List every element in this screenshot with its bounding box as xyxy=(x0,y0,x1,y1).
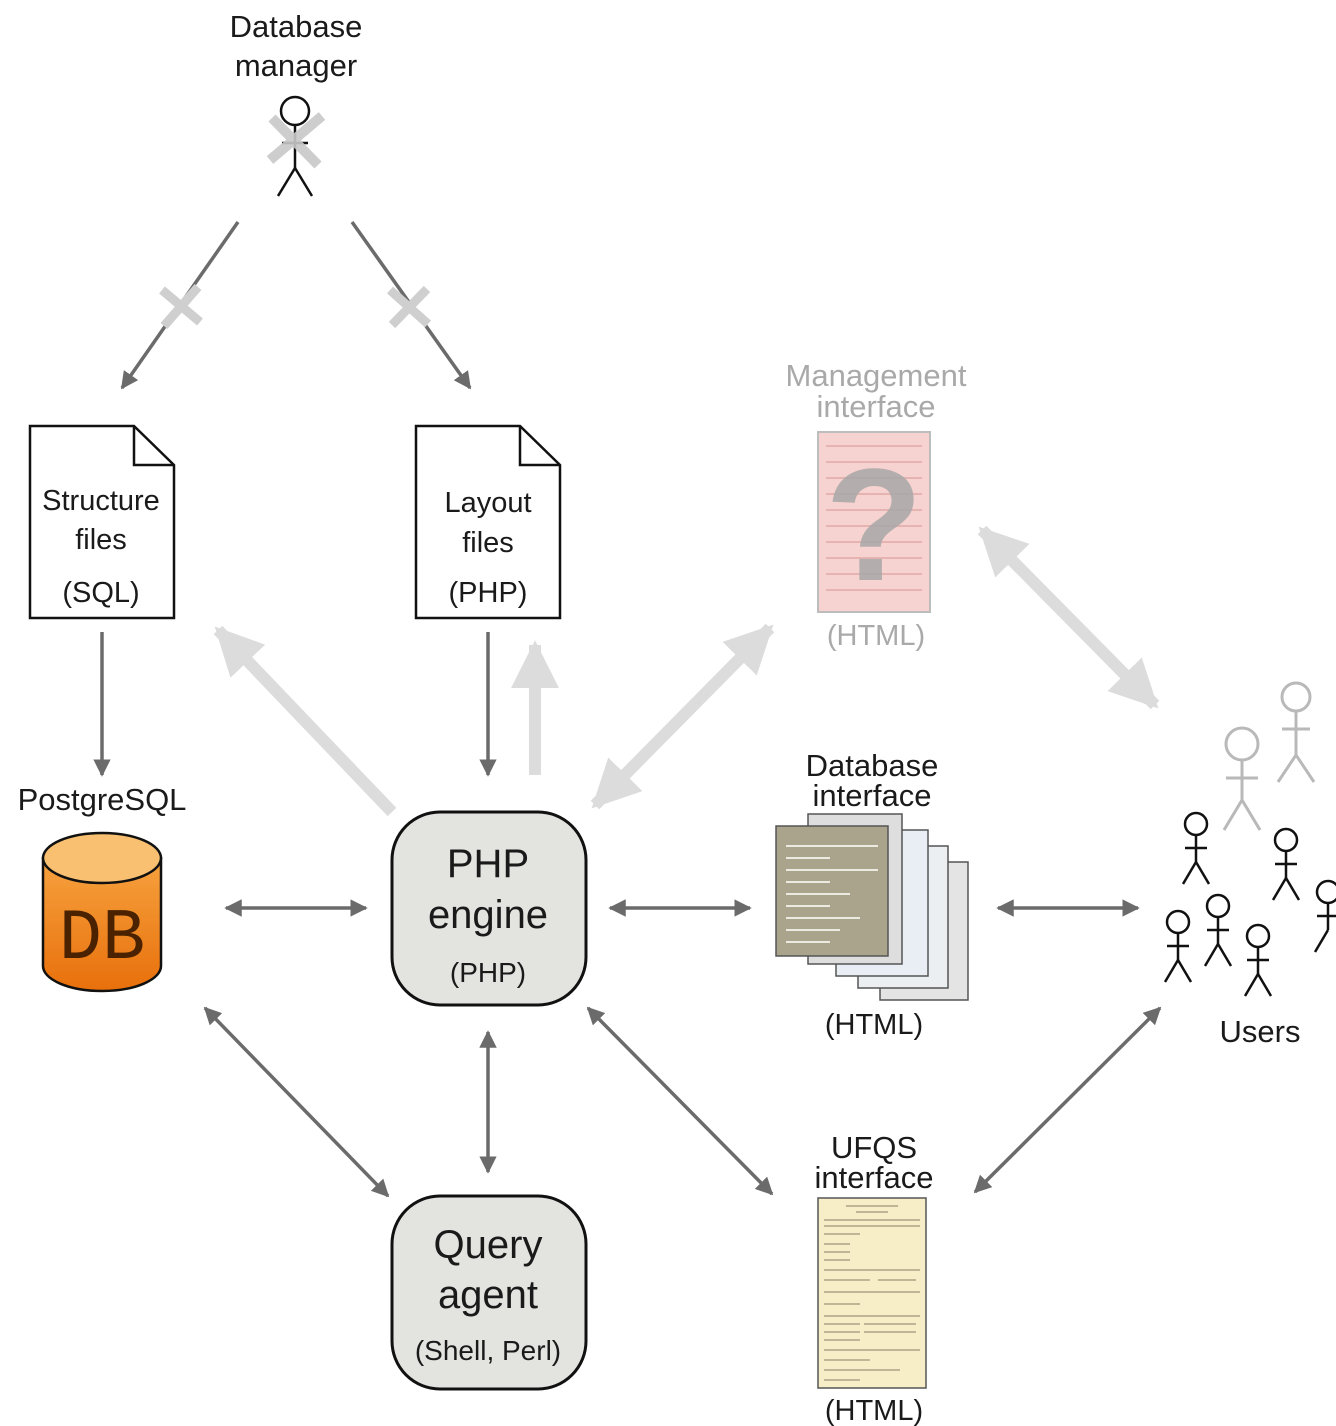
ufqs-page-thumbnail xyxy=(817,1197,927,1389)
user-icon-1 xyxy=(1181,811,1211,885)
query-agent-label-1: Query xyxy=(434,1223,543,1267)
arrow-php-management-faint xyxy=(590,623,775,810)
faint-arrows xyxy=(213,525,1160,817)
structure-files-type: (SQL) xyxy=(62,577,139,609)
arrow-management-users-faint xyxy=(977,525,1160,710)
user-icon-5 xyxy=(1163,909,1193,983)
query-agent-label-2: agent xyxy=(438,1273,538,1317)
database-interface-type: (HTML) xyxy=(825,1009,923,1041)
database-interface-pages-icon xyxy=(775,813,969,1001)
management-interface-type: (HTML) xyxy=(827,620,925,652)
ufqs-page-lines xyxy=(824,1205,920,1381)
php-engine-node: PHP engine (PHP) xyxy=(390,810,588,1007)
faint-user-icon-2 xyxy=(1222,726,1262,831)
faint-user-icon-1 xyxy=(1276,681,1316,783)
question-mark-icon: ? xyxy=(825,435,923,614)
cross-mark-right xyxy=(386,285,432,329)
users-group: Users xyxy=(1163,681,1336,1049)
user-icon-4 xyxy=(1203,893,1233,967)
arrow-php-to-structure-faint xyxy=(213,625,397,817)
arrow-db-query xyxy=(203,1006,390,1198)
manager-cross-icon xyxy=(266,112,326,169)
postgresql-label: PostgreSQL xyxy=(18,782,187,817)
management-page-lines xyxy=(826,445,922,591)
database-interface-label-2: interface xyxy=(813,778,932,813)
cross-mark-left xyxy=(159,284,203,329)
query-agent-type: (Shell, Perl) xyxy=(415,1335,561,1366)
database-manager-label-2: manager xyxy=(235,48,357,83)
php-engine-type: (PHP) xyxy=(450,957,526,988)
php-engine-label-1: PHP xyxy=(447,842,529,886)
database-manager: Database manager xyxy=(230,9,363,197)
user-icon-2 xyxy=(1271,827,1301,901)
layout-files-label-1: Layout xyxy=(444,487,531,519)
cross-marks xyxy=(159,284,432,329)
database-interface: Database interface (HTML) xyxy=(775,748,969,1041)
db-text: DB xyxy=(59,898,145,980)
query-agent-node: Query agent (Shell, Perl) xyxy=(390,1194,588,1391)
layout-files-type: (PHP) xyxy=(449,577,528,609)
database-cylinder-icon xyxy=(41,831,163,993)
database-manager-label-1: Database xyxy=(230,9,363,44)
user-icon-6 xyxy=(1243,923,1273,997)
database-interface-label-1: Database xyxy=(806,748,939,783)
ufqs-interface-type: (HTML) xyxy=(825,1395,923,1426)
ufqs-interface: UFQS interface ( xyxy=(815,1130,934,1426)
structure-files-label-1: Structure xyxy=(42,485,160,517)
arrows xyxy=(93,220,1162,1198)
management-interface-label-2: interface xyxy=(817,389,936,424)
layout-files-document: Layout files (PHP) xyxy=(414,424,562,620)
management-interface: Management interface ? (HTML) xyxy=(786,358,967,652)
postgresql-database: PostgreSQL DB xyxy=(18,782,187,993)
arrow-php-ufqs xyxy=(586,1006,774,1196)
ufqs-interface-label-2: interface xyxy=(815,1160,934,1195)
structure-files-document: Structure files (SQL) xyxy=(28,424,176,620)
users-label: Users xyxy=(1220,1014,1301,1049)
management-interface-label-1: Management xyxy=(786,358,967,393)
structure-files-label-2: files xyxy=(75,524,127,556)
layout-files-label-2: files xyxy=(462,527,514,559)
ufqs-interface-label-1: UFQS xyxy=(831,1130,917,1165)
php-engine-label-2: engine xyxy=(428,893,548,937)
arrow-ufqs-users xyxy=(973,1006,1162,1194)
user-icon-3 xyxy=(1313,879,1336,953)
